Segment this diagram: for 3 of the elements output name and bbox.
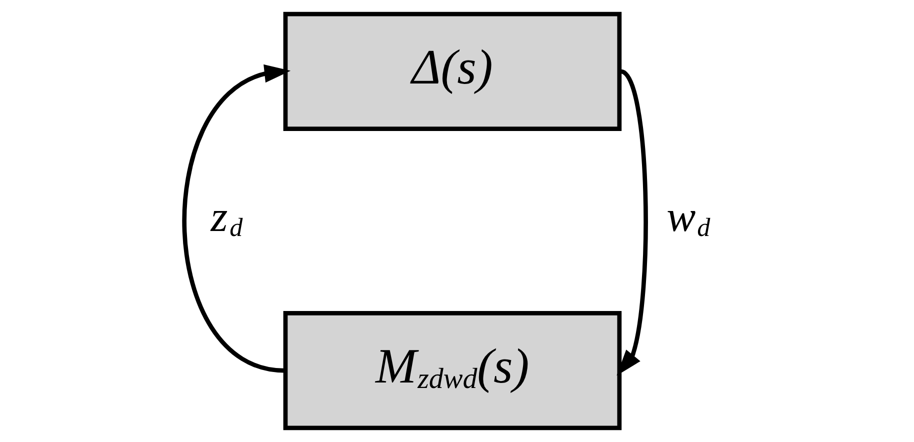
arrow — [182, 64, 290, 373]
arrow — [616, 70, 648, 376]
node-box: Δ(s) — [282, 12, 622, 131]
